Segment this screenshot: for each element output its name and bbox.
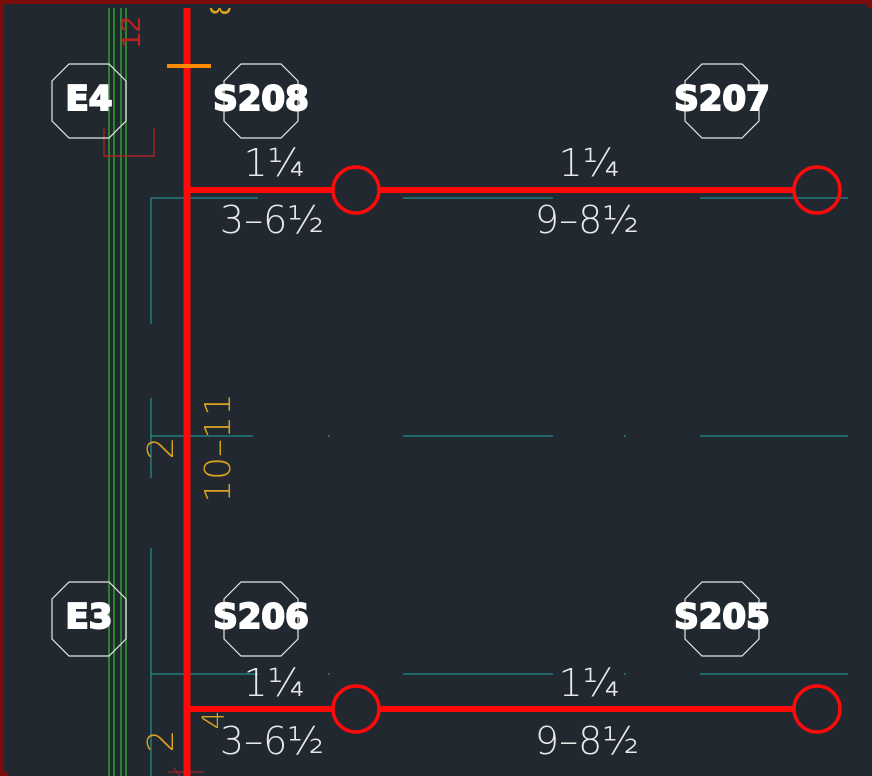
column-tag-s207-label: S207 [674,79,769,119]
wall-lines [108,8,127,776]
column-tag-s207[interactable]: S207 [673,63,771,139]
sprinkler-head-top-left[interactable] [331,165,381,215]
bottom-right-length-label: 9–8½ [535,719,639,763]
column-tag-e3[interactable]: E3 [51,581,127,657]
canvas-background [8,8,872,776]
lower-vertical-size-label: 2 [141,730,182,753]
column-tag-s205[interactable]: S205 [673,581,771,657]
column-tag-s206[interactable]: S206 [212,581,310,657]
top-fragment-label: 8 [204,8,237,16]
top-left-length-label: 3–6½ [220,198,324,242]
bottom-left-size-label: 1¼ [243,661,304,705]
column-tag-e4[interactable]: E4 [51,63,127,139]
pipe-branch-top[interactable] [187,165,842,215]
bottom-red-marker [168,767,204,776]
sprinkler-head-bottom-left[interactable] [331,684,381,734]
red-fragment-label: 12 Bt [115,8,146,48]
top-right-length-label: 9–8½ [535,198,639,242]
grid-lines [150,197,848,776]
drawing-canvas[interactable]: 12 Bt [8,8,872,776]
bottom-left-length-label: 3–6½ [220,719,324,763]
top-left-size-label: 1¼ [243,141,304,185]
sprinkler-head-bottom-right[interactable] [792,684,842,734]
cad-drawing-viewport[interactable]: 12 Bt [8,8,872,776]
column-tag-s208[interactable]: S208 [212,63,310,139]
column-tag-e3-label: E3 [66,597,113,637]
column-tag-s208-label: S208 [213,79,308,119]
column-tag-s205-label: S205 [674,597,769,637]
pipe-branch-bottom[interactable] [187,684,842,734]
redline-bracket [103,128,155,157]
lower-vertical-length-label: 4 [197,710,232,729]
top-right-size-label: 1¼ [558,141,619,185]
sprinkler-head-top-right[interactable] [792,165,842,215]
column-tag-e4-label: E4 [66,79,113,119]
bottom-right-size-label: 1¼ [558,661,619,705]
column-tag-s206-label: S206 [213,597,308,637]
main-vertical-length-label: 10–11 [198,393,239,503]
main-vertical-size-label: 2 [141,437,182,460]
